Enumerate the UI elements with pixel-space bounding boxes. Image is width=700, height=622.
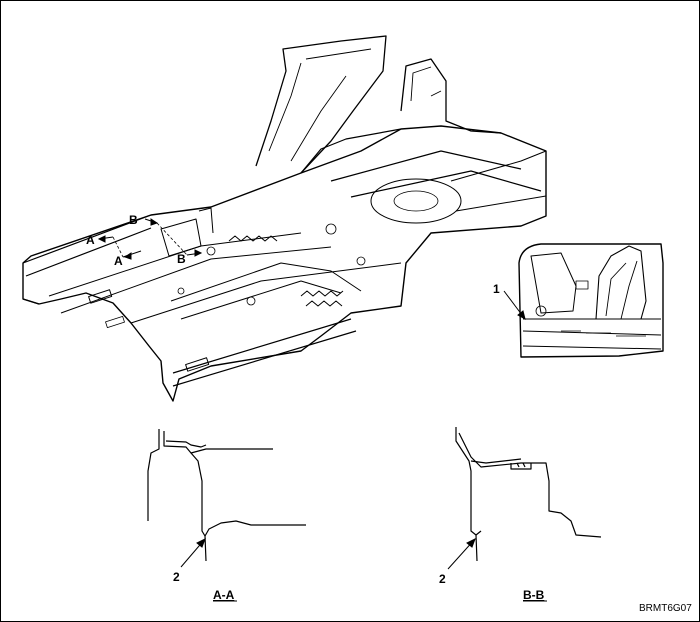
floor-pan-drawing (22, 35, 547, 402)
callout-a-top: A (86, 233, 95, 247)
caption-aa: A-A (213, 588, 235, 602)
detail-leader (503, 290, 526, 321)
callout-b-mid: B (177, 252, 186, 266)
figure-code: BRMT6G07 (639, 603, 692, 614)
section-bb-profile (455, 427, 602, 562)
callout-a-mid: A (114, 254, 123, 268)
section-aa-leader (180, 537, 206, 568)
callout-b-top: B (129, 213, 138, 227)
detail-inset (518, 243, 664, 358)
callout-two-aa: 2 (173, 570, 180, 584)
callout-one: 1 (493, 282, 500, 296)
callout-two-bb: 2 (439, 572, 446, 586)
section-aa-profile (147, 429, 306, 562)
caption-bb: B-B (523, 588, 545, 602)
section-bb-leader (447, 537, 476, 570)
section-markers (97, 218, 203, 260)
